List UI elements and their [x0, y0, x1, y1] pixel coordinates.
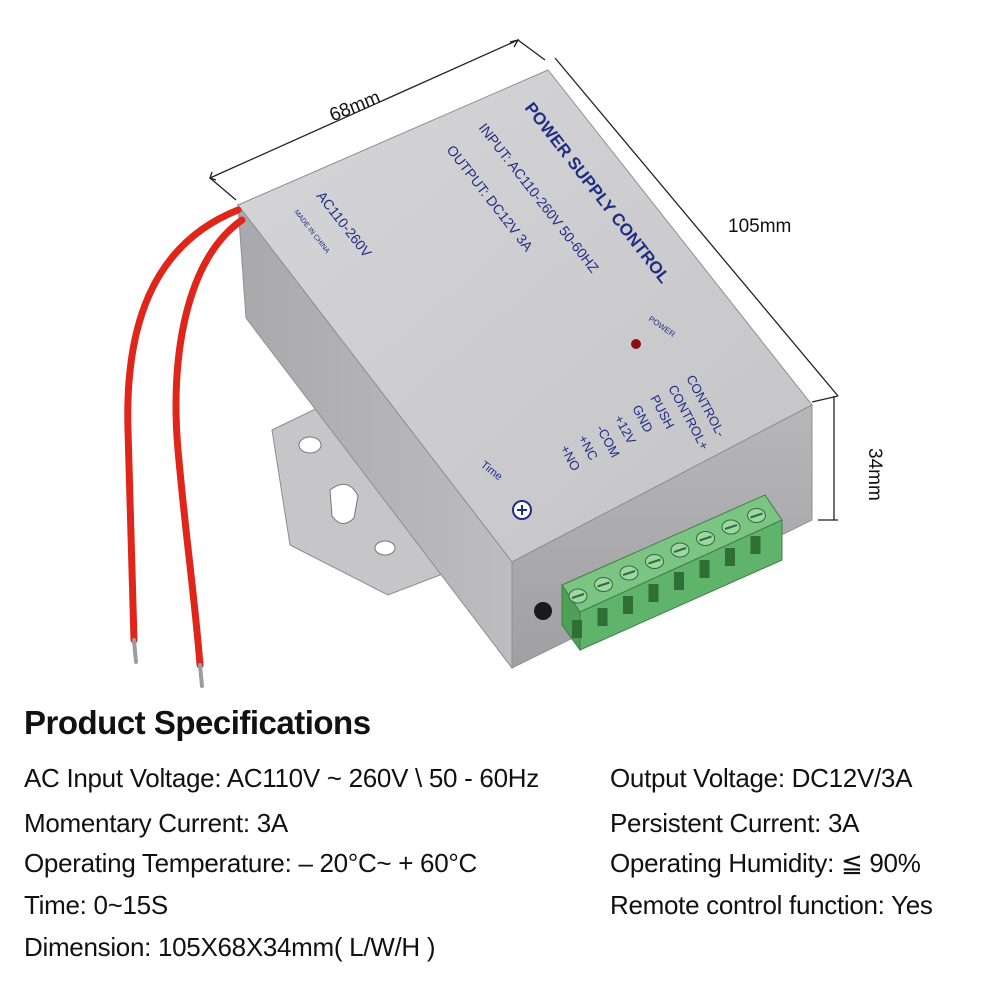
cable-hole-icon [534, 602, 552, 620]
terminal-screw-slot [750, 512, 763, 519]
dimension-lines [209, 38, 839, 521]
height-dimension-label: 34mm [864, 448, 885, 501]
terminal-screw-slot [648, 558, 661, 565]
terminal-wire-slot [623, 596, 633, 614]
length-dimension-label: 105mm [728, 216, 791, 237]
product-photo: 68mm 105mm 34mm POWER SUPPLY CONTROL INP… [124, 38, 885, 688]
terminal-screw-slot [622, 570, 636, 576]
terminal-wire-slot [725, 548, 735, 566]
width-dimension-label: 68mm [327, 87, 384, 126]
spec-time: Time: 0~15S [24, 890, 168, 920]
red-wires [124, 206, 246, 688]
terminal-screw-slot [673, 547, 687, 553]
terminal-block [561, 494, 783, 652]
terminal-wire-slot [699, 560, 710, 578]
keyhole-slot-icon [329, 483, 359, 524]
terminal-screw-slot [571, 593, 585, 599]
terminal-screw-slot [724, 524, 738, 530]
terminal-screw-slot [597, 581, 610, 588]
spec-momentary-current: Momentary Current: 3A [24, 808, 288, 838]
specs-title: Product Specifications [24, 704, 371, 741]
terminal-wire-slot [572, 620, 582, 638]
terminal-wire-slot [674, 572, 684, 590]
spec-output-voltage: Output Voltage: DC12V/3A [610, 763, 913, 793]
terminal-wire-slot [648, 584, 659, 602]
terminal-screws [568, 508, 766, 638]
spec-dimension: Dimension: 105X68X34mm( L/W/H ) [24, 932, 436, 962]
terminal-wire-slot [750, 536, 761, 554]
terminal-wire-slot [597, 608, 608, 626]
spec-remote-control: Remote control function: Yes [610, 890, 933, 920]
mount-hole-icon [374, 540, 396, 556]
spec-operating-temperature: Operating Temperature: – 20°C~ + 60°C [24, 848, 477, 878]
power-led-indicator [631, 339, 641, 349]
spec-ac-input-voltage: AC Input Voltage: AC110V ~ 260V \ 50 - 6… [24, 763, 539, 793]
terminal-screw-slot [699, 535, 712, 542]
spec-persistent-current: Persistent Current: 3A [610, 808, 860, 838]
spec-operating-humidity: Operating Humidity: ≦ 90% [610, 848, 921, 878]
mount-hole-icon [298, 436, 322, 454]
